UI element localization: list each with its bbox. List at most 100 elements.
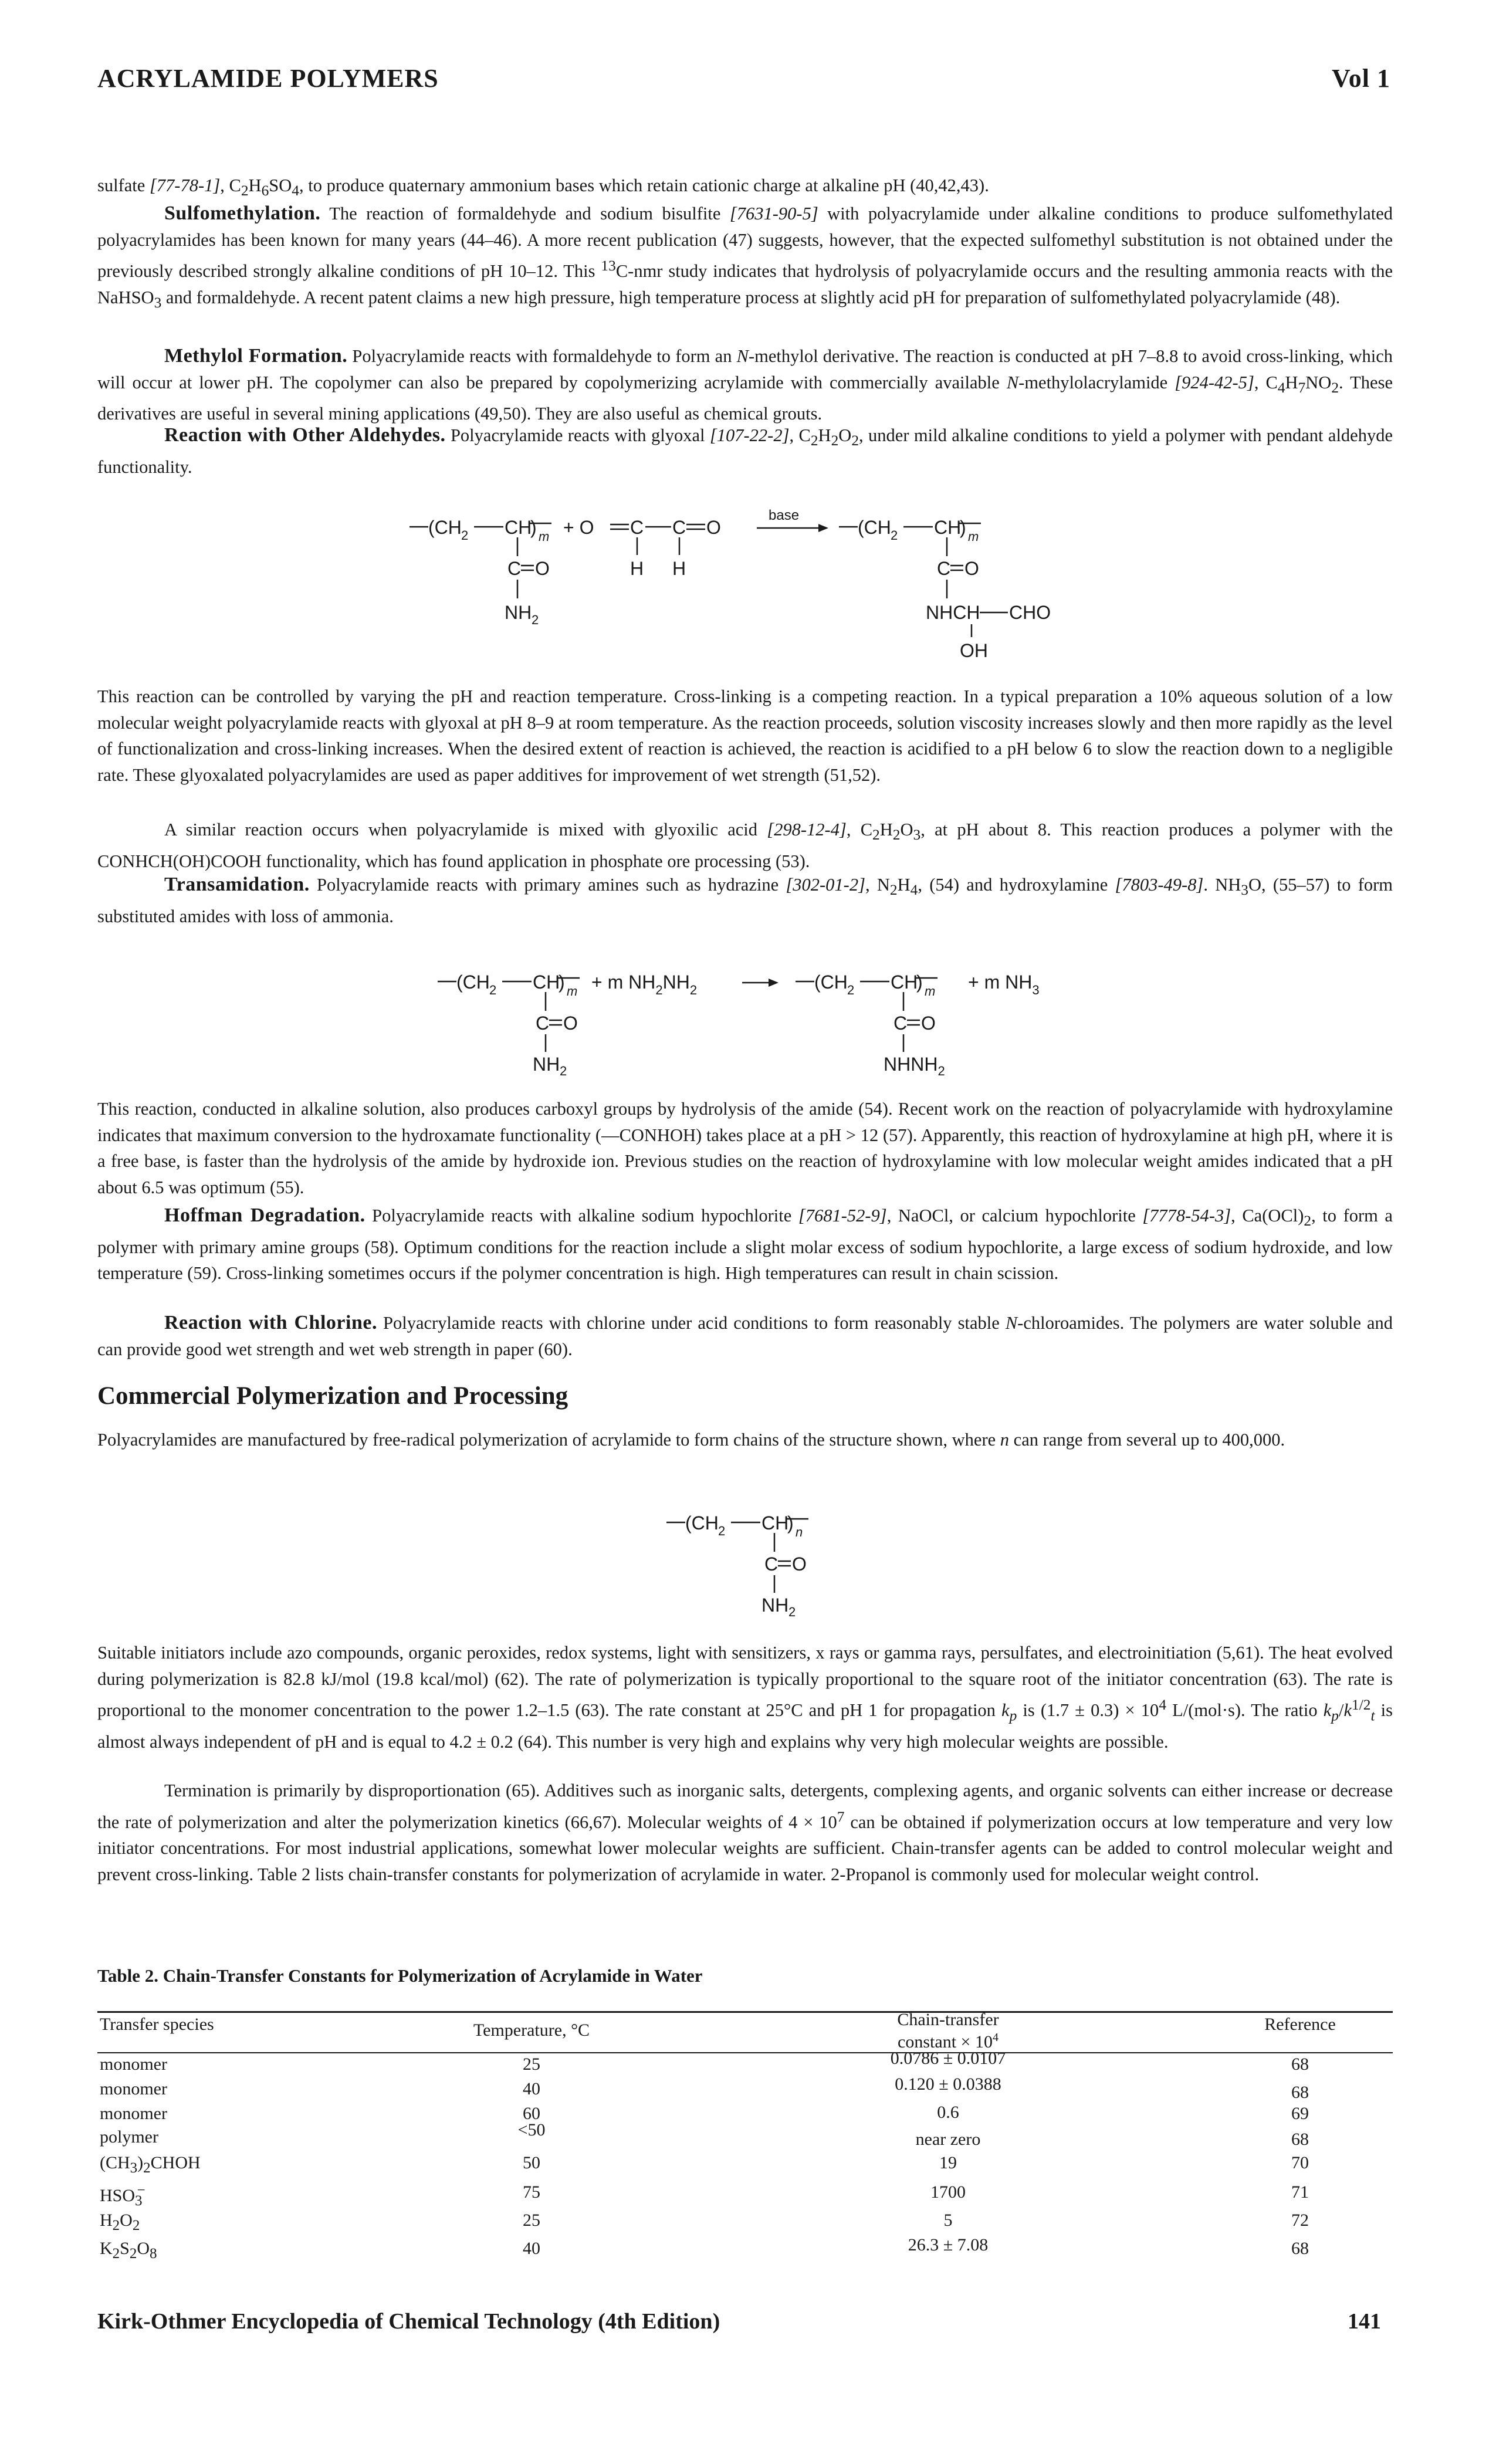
svg-text:O: O	[563, 1013, 578, 1034]
svg-text:C: C	[672, 517, 686, 538]
table-row: HSO3− 75 1700 71	[100, 2182, 1309, 2209]
hydrazine-reaction-scheme: (CH 2 CH ) m C O NH 2 + m NH2NH2 (CH 2 C…	[438, 972, 1040, 1077]
svg-text:2: 2	[788, 1605, 796, 1616]
svg-text:CHO: CHO	[1009, 602, 1051, 623]
formula-hydrogen-peroxide: H2O2	[100, 2211, 140, 2233]
table-row: K2S2O8 40 26.3 ± 7.08 68	[100, 2235, 1309, 2262]
header-temperature: Temperature, °C	[473, 2020, 590, 2040]
table-row: monomer 60 0.6 69	[100, 2103, 1309, 2123]
formula-potassium-persulfate: K2S2O8	[100, 2239, 157, 2262]
svg-text:(CH: (CH	[685, 1512, 719, 1534]
svg-text:C: C	[630, 517, 644, 538]
svg-text:m: m	[539, 529, 549, 544]
table-header-rule	[97, 2052, 1393, 2053]
svg-text:+ O: + O	[563, 517, 594, 538]
paragraph-transamidation: Transamidation. Polyacrylamide reacts wi…	[97, 874, 1393, 926]
svg-text:CH: CH	[761, 1512, 788, 1534]
header-transfer-species: Transfer species	[100, 2015, 214, 2034]
aldehydes-heading: Reaction with Other Aldehydes.	[164, 424, 446, 446]
svg-text:): )	[787, 1512, 794, 1534]
svg-text:CH: CH	[533, 972, 560, 993]
paragraph-other-aldehydes: Reaction with Other Aldehydes. Polyacryl…	[97, 424, 1393, 477]
svg-text:C: C	[507, 558, 521, 579]
paragraph-methylol: Methylol Formation. Polyacrylamide react…	[97, 345, 1393, 424]
svg-text:C: C	[536, 1013, 549, 1034]
svg-text:): )	[960, 517, 966, 538]
sulfomethylation-heading: Sulfomethylation.	[164, 202, 321, 224]
table-row: monomer 25 0.0786 ± 0.0107 68	[100, 2049, 1309, 2074]
section-title: Commercial Polymerization and Processing	[97, 1382, 568, 1410]
paragraph-initiators: Suitable initiators include azo compound…	[97, 1643, 1393, 1752]
svg-text:O: O	[964, 558, 979, 579]
chlorine-heading: Reaction with Chlorine.	[164, 1312, 377, 1333]
svg-text:CH: CH	[505, 517, 532, 538]
svg-text:H: H	[630, 558, 644, 579]
svg-text:C: C	[893, 1013, 907, 1034]
svg-text:OH: OH	[960, 640, 988, 661]
svg-text:NHNH2: NHNH2	[884, 1054, 945, 1077]
table-row: polymer <50 near zero 68	[100, 2120, 1309, 2149]
svg-text:+ m NH3: + m NH3	[968, 972, 1040, 997]
paragraph-sulfomethylation: Sulfomethylation. The reaction of formal…	[97, 202, 1393, 311]
svg-text:O: O	[792, 1553, 807, 1575]
paragraph-reaction-control: This reaction can be controlled by varyi…	[97, 686, 1393, 785]
transamidation-heading: Transamidation.	[164, 874, 310, 895]
svg-text:O: O	[535, 558, 550, 579]
page-number: 141	[1348, 2309, 1381, 2334]
svg-text:(CH: (CH	[456, 972, 490, 993]
svg-text:(CH: (CH	[858, 517, 891, 538]
svg-text:2: 2	[532, 612, 539, 627]
table-title: Table 2. Chain-Transfer Constants for Po…	[97, 1965, 703, 1986]
svg-text:CH: CH	[891, 972, 918, 993]
svg-text:2: 2	[718, 1524, 725, 1538]
svg-text:): )	[916, 972, 923, 993]
table-row: (CH3)2CHOH 50 19 70	[100, 2153, 1309, 2176]
paragraph-commercial: Polyacrylamides are manufactured by free…	[97, 1430, 1285, 1450]
svg-text:2: 2	[891, 528, 898, 543]
paragraph-hoffman-degradation: Hoffman Degradation. Polyacrylamide reac…	[97, 1204, 1393, 1284]
svg-text:NH: NH	[533, 1054, 560, 1075]
svg-text:base: base	[769, 507, 799, 523]
svg-text:CH: CH	[934, 517, 961, 538]
svg-text:+ m NH2NH2: + m NH2NH2	[591, 972, 697, 997]
footer-source: Kirk-Othmer Encyclopedia of Chemical Tec…	[97, 2309, 720, 2334]
svg-text:(CH: (CH	[428, 517, 462, 538]
svg-text:): )	[559, 972, 565, 993]
running-header-title: ACRYLAMIDE POLYMERS	[97, 64, 439, 93]
svg-text:m: m	[925, 984, 935, 999]
svg-text:NH: NH	[505, 602, 532, 623]
svg-text:NH: NH	[761, 1595, 788, 1616]
svg-text:n: n	[796, 1525, 803, 1539]
svg-text:m: m	[567, 984, 577, 999]
svg-text:NHCH: NHCH	[926, 602, 980, 623]
methylol-heading: Methylol Formation.	[164, 345, 348, 367]
glyoxal-reaction-scheme: (CH 2 CH ) m C O NH 2 + O C C O H H base	[409, 507, 1051, 661]
table-row: H2O2 25 5 72	[100, 2211, 1309, 2233]
svg-text:H: H	[672, 558, 686, 579]
paragraph-chlorine: Reaction with Chlorine. Polyacrylamide r…	[97, 1312, 1393, 1359]
table-row: monomer 40 0.120 ± 0.0388 68	[100, 2074, 1309, 2102]
polyacrylamide-structure: (CH 2 CH ) n C O NH 2	[666, 1512, 808, 1616]
formula-bisulfite: HSO3−	[100, 2182, 145, 2209]
svg-text:): )	[530, 517, 537, 538]
svg-text:C: C	[764, 1553, 778, 1575]
paragraph-sulfate: sulfate [77-78-1], C2H6SO4, to produce q…	[97, 175, 989, 199]
formula-isopropanol: (CH3)2CHOH	[100, 2153, 201, 2176]
svg-text:O: O	[921, 1013, 936, 1034]
svg-text:(CH: (CH	[814, 972, 848, 993]
header-reference: Reference	[1264, 2015, 1336, 2034]
volume-label: Vol 1	[1332, 64, 1390, 93]
table-top-rule	[97, 2011, 1393, 2013]
svg-text:2: 2	[489, 983, 496, 997]
paragraph-glyoxilic-acid: A similar reaction occurs when polyacryl…	[97, 820, 1393, 871]
paragraph-termination: Termination is primarily by disproportio…	[97, 1781, 1393, 1884]
svg-text:2: 2	[560, 1064, 567, 1077]
svg-text:C: C	[937, 558, 950, 579]
table-header-row: Transfer species Temperature, °C Chain-t…	[97, 2011, 1393, 2052]
svg-text:O: O	[706, 517, 721, 538]
svg-text:2: 2	[461, 528, 468, 543]
hoffman-heading: Hoffman Degradation.	[164, 1204, 365, 1226]
svg-text:2: 2	[847, 983, 854, 997]
svg-text:m: m	[968, 529, 979, 544]
